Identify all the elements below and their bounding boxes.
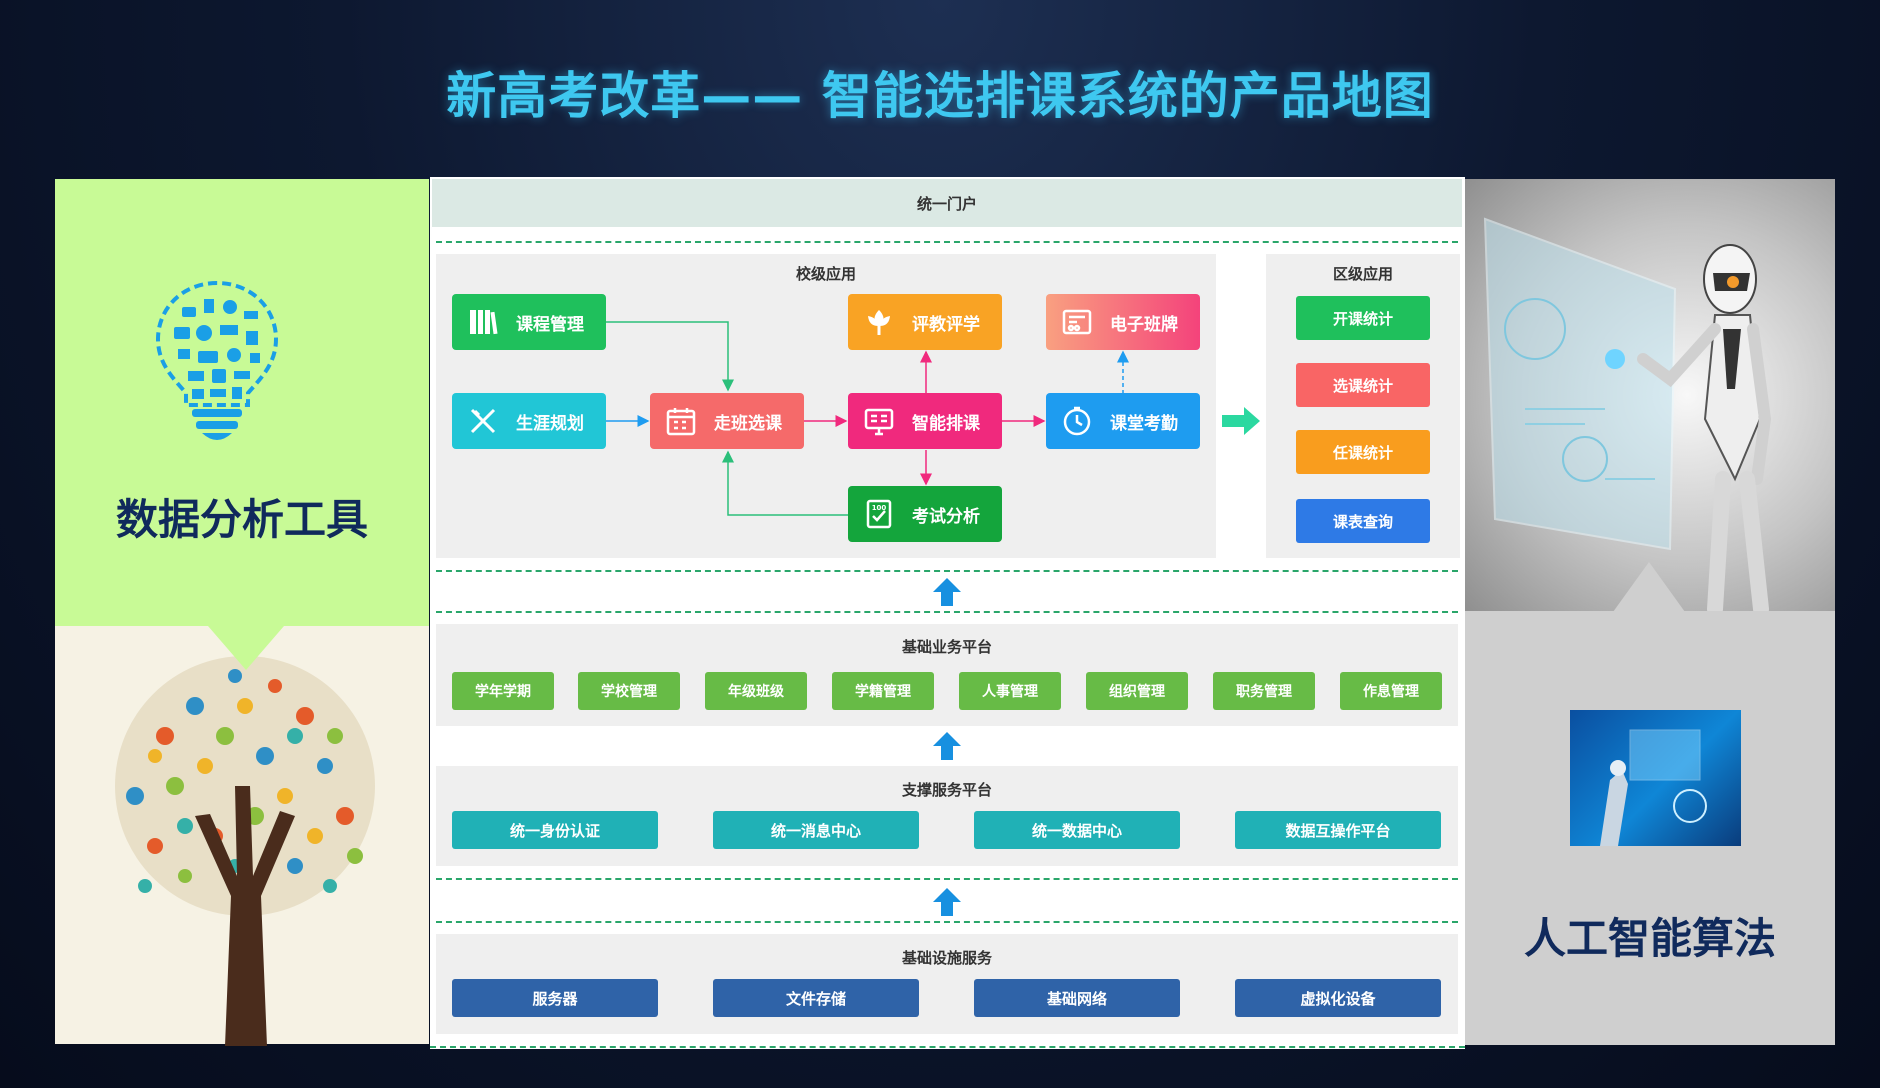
district-selection-stats[interactable]: 选课统计 (1296, 363, 1430, 407)
books-icon (466, 305, 500, 339)
infra-item[interactable]: 虚拟化设备 (1235, 979, 1441, 1017)
support-item[interactable]: 统一消息中心 (713, 811, 919, 849)
calendar-icon (664, 404, 698, 438)
ai-hand-icon (1600, 729, 1707, 846)
app-label: 考试分析 (912, 506, 980, 527)
left-title: 数据分析工具 (115, 495, 368, 544)
divider-line (436, 570, 1458, 572)
business-item[interactable]: 学校管理 (578, 672, 680, 710)
infra-item[interactable]: 文件存储 (713, 979, 919, 1017)
app-label: 评教评学 (912, 314, 980, 335)
business-item[interactable]: 作息管理 (1340, 672, 1442, 710)
district-timetable-query[interactable]: 课表查询 (1296, 499, 1430, 543)
district-course-stats[interactable]: 开课统计 (1296, 296, 1430, 340)
app-digital-class-board[interactable]: 电子班牌 (1046, 294, 1200, 350)
app-label: 生涯规划 (516, 413, 584, 434)
arrow-up-icon (933, 888, 961, 916)
app-label: 课堂考勤 (1110, 413, 1178, 434)
svg-text:100: 100 (872, 504, 887, 512)
business-item[interactable]: 组织管理 (1086, 672, 1188, 710)
app-course-management[interactable]: 课程管理 (452, 294, 606, 350)
school-app-label: 校级应用 (795, 265, 856, 283)
app-class-attendance[interactable]: 课堂考勤 (1046, 393, 1200, 449)
right-notch (1613, 562, 1685, 612)
left-notch (208, 626, 284, 670)
support-item[interactable]: 统一数据中心 (974, 811, 1180, 849)
support-platform-label: 支撑服务平台 (901, 781, 992, 799)
divider-line (436, 921, 1458, 923)
business-platform-label: 基础业务平台 (901, 638, 992, 656)
divider-line (436, 611, 1458, 613)
support-item[interactable]: 统一身份认证 (452, 811, 658, 849)
business-item[interactable]: 学籍管理 (832, 672, 934, 710)
business-item[interactable]: 学年学期 (452, 672, 554, 710)
district-teaching-stats[interactable]: 任课统计 (1296, 430, 1430, 474)
right-title: 人工智能算法 (1523, 914, 1776, 963)
page-title: 新高考改革—— 智能选排课系统的产品地图 (446, 67, 1434, 125)
clock-icon (1060, 404, 1094, 438)
exam-icon: 100 (862, 497, 896, 531)
app-label: 电子班牌 (1110, 314, 1178, 335)
card-icon (1060, 305, 1094, 339)
district-app-label: 区级应用 (1332, 265, 1393, 283)
app-label: 走班选课 (714, 413, 782, 434)
divider-line (430, 1046, 1465, 1048)
divider-line (436, 241, 1458, 243)
arrow-right-icon (1222, 407, 1260, 435)
arrow-up-icon (933, 732, 961, 760)
app-smart-scheduling[interactable]: 智能排课 (848, 393, 1002, 449)
robot-illustration (1465, 179, 1835, 611)
left-panel-bottom (55, 626, 429, 1046)
divider-line (436, 878, 1458, 880)
pencil-ruler-icon (466, 404, 500, 438)
left-panel-top: 数据分析工具 (55, 179, 429, 626)
app-label: 智能排课 (912, 413, 980, 434)
infrastructure-label: 基础设施服务 (901, 949, 992, 967)
portal-bar: 统一门户 (432, 179, 1462, 227)
business-item[interactable]: 年级班级 (705, 672, 807, 710)
ai-thumbnail (1570, 710, 1741, 846)
infra-item[interactable]: 基础网络 (974, 979, 1180, 1017)
app-exam-analysis[interactable]: 100 考试分析 (848, 486, 1002, 542)
monitor-icon (862, 404, 896, 438)
app-teaching-evaluation[interactable]: 评教评学 (848, 294, 1002, 350)
business-item[interactable]: 职务管理 (1213, 672, 1315, 710)
app-class-selection[interactable]: 走班选课 (650, 393, 804, 449)
app-label: 课程管理 (516, 314, 584, 335)
business-item[interactable]: 人事管理 (959, 672, 1061, 710)
flower-icon (862, 305, 896, 339)
support-item[interactable]: 数据互操作平台 (1235, 811, 1441, 849)
hand-tree-icon (115, 656, 375, 1046)
arrow-up-icon (933, 578, 961, 606)
lightbulb-icon (155, 280, 279, 440)
infra-item[interactable]: 服务器 (452, 979, 658, 1017)
robot-icon (1483, 217, 1772, 611)
app-career-planning[interactable]: 生涯规划 (452, 393, 606, 449)
